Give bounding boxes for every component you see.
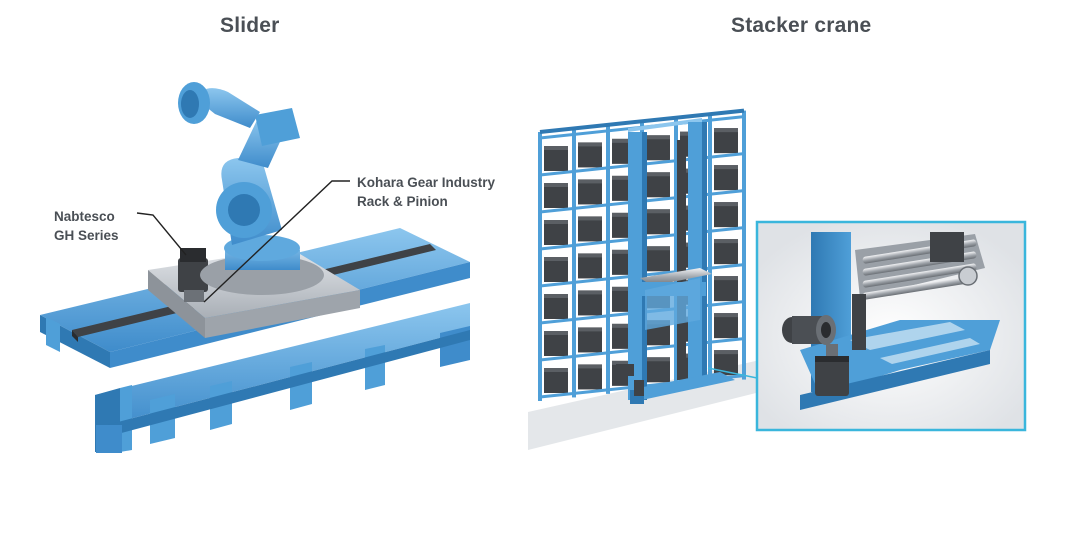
storage-box: [646, 135, 670, 161]
storage-box: [578, 142, 602, 168]
rack-top-beam: [539, 108, 745, 134]
storage-box: [714, 165, 738, 191]
storage-box-top: [578, 179, 602, 184]
storage-box-top: [714, 239, 738, 244]
rack-post: [572, 128, 576, 398]
storage-box-top: [714, 202, 738, 207]
kohara-leader-line: [203, 180, 350, 303]
storage-box: [646, 172, 670, 198]
storage-box: [578, 327, 602, 353]
storage-box: [544, 294, 568, 319]
stacker-crane-title: Stacker crane: [731, 14, 872, 37]
storage-box-top: [578, 290, 602, 295]
kohara-callout-line1: Kohara Gear Industry: [357, 175, 496, 190]
storage-box-top: [612, 323, 636, 328]
rack-post: [538, 132, 542, 401]
nabtesco-callout: Nabtesco GH Series: [54, 207, 119, 245]
storage-box: [544, 146, 568, 171]
storage-box-top: [544, 294, 568, 298]
rack-post: [674, 117, 678, 387]
storage-box-top: [714, 350, 738, 355]
inset-servo-motor: [815, 344, 849, 396]
inset-base-frame: [800, 294, 1000, 410]
rack-post: [606, 124, 610, 394]
storage-box: [714, 313, 738, 339]
storage-box-top: [544, 146, 568, 150]
storage-box-top: [578, 253, 602, 258]
storage-box-top: [714, 313, 738, 318]
kohara-callout-line2: Rack & Pinion: [357, 194, 448, 209]
rack-post: [708, 114, 712, 384]
robot-arm: [178, 82, 324, 295]
storage-box-top: [544, 220, 568, 224]
nabtesco-leader-line: [136, 212, 187, 256]
storage-box: [544, 331, 568, 356]
storage-box-top: [612, 138, 636, 143]
storage-box-top: [714, 276, 738, 281]
rack-post: [742, 110, 746, 380]
storage-box-top: [544, 183, 568, 187]
storage-box-top: [646, 172, 670, 177]
storage-box: [714, 276, 738, 302]
storage-box: [646, 357, 670, 383]
inset-pinion-drive: [782, 315, 836, 345]
storage-box: [544, 183, 568, 208]
nabtesco-callout-line2: GH Series: [54, 228, 119, 243]
storage-box: [714, 239, 738, 265]
storage-box-top: [578, 142, 602, 147]
storage-box: [646, 246, 670, 272]
storage-box-top: [646, 135, 670, 140]
storage-box: [714, 202, 738, 228]
slider-title: Slider: [220, 14, 280, 37]
storage-box: [544, 220, 568, 245]
storage-box-top: [714, 128, 738, 133]
storage-box-top: [578, 216, 602, 221]
servo-motor: [178, 248, 208, 302]
kohara-callout: Kohara Gear Industry Rack & Pinion: [357, 173, 495, 211]
nabtesco-callout-line1: Nabtesco: [54, 209, 115, 224]
storage-box: [578, 290, 602, 316]
storage-box-top: [578, 364, 602, 369]
storage-box-top: [646, 209, 670, 214]
storage-box-top: [578, 327, 602, 332]
storage-box-top: [544, 331, 568, 335]
storage-box: [578, 253, 602, 279]
slider-illustration: [40, 82, 470, 453]
stacker-crane-illustration: [528, 108, 1027, 450]
storage-box-top: [612, 212, 636, 217]
slider-base-frame: [95, 303, 470, 453]
crane-mast: [616, 118, 735, 404]
storage-box: [544, 368, 568, 393]
storage-box-top: [612, 249, 636, 254]
inset-rear-column: [930, 232, 964, 262]
inset-connector-line: [707, 367, 758, 379]
storage-box-top: [646, 357, 670, 362]
storage-box: [578, 179, 602, 205]
storage-box: [544, 257, 568, 282]
storage-box-top: [646, 246, 670, 251]
storage-box-top: [714, 165, 738, 170]
storage-box: [714, 128, 738, 154]
storage-box-top: [612, 175, 636, 180]
drive-detail-inset: [755, 220, 1027, 432]
storage-box-top: [612, 360, 636, 365]
storage-box: [646, 209, 670, 235]
storage-box: [578, 364, 602, 390]
storage-box-top: [544, 257, 568, 261]
storage-box-top: [544, 368, 568, 372]
storage-box: [578, 216, 602, 242]
storage-box-top: [612, 286, 636, 291]
